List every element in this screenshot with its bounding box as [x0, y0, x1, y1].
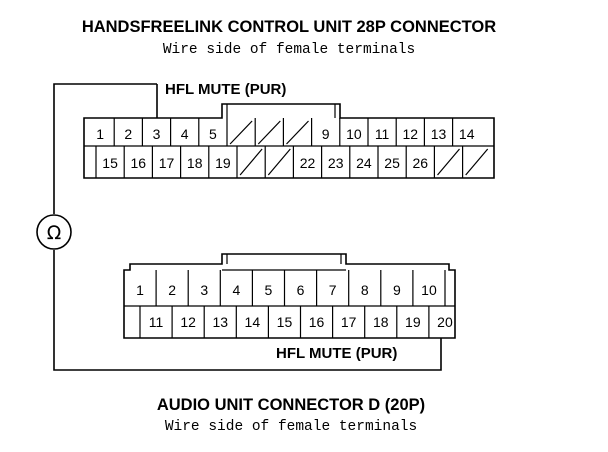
- hfl-pin-label: 5: [209, 126, 217, 142]
- hfl-pin-label: 17: [159, 155, 175, 171]
- wire-top: [53, 83, 157, 214]
- audio-connector-subtitle: Wire side of female terminals: [165, 419, 417, 435]
- ohmmeter-circle: [36, 214, 72, 250]
- hfl-pin-label: 24: [356, 155, 372, 171]
- hfl-mute-wire-label-top: HFL MUTE (PUR): [165, 81, 286, 98]
- audio-pin-label: 7: [329, 282, 337, 298]
- audio-pin-label: 8: [361, 282, 369, 298]
- audio-pin-label: 19: [405, 314, 421, 330]
- hfl-pin-label: 14: [459, 126, 475, 142]
- hfl-pin-label: 19: [215, 155, 231, 171]
- audio-pin-label: 9: [393, 282, 401, 298]
- hfl-unused-cavities: [229, 120, 489, 176]
- hfl-connector-subtitle: Wire side of female terminals: [163, 42, 415, 58]
- hfl-pin-label: 4: [181, 126, 189, 142]
- ohm-symbol: Ω: [47, 222, 62, 244]
- hfl-unused-cavity-mark: [239, 148, 263, 176]
- hfl-pin-label: 26: [413, 155, 429, 171]
- audio-pin-label: 13: [212, 314, 228, 330]
- hfl-pin-label: 13: [431, 126, 447, 142]
- hfl-pin-label: 16: [131, 155, 147, 171]
- hfl-unused-cavity-mark: [267, 148, 291, 176]
- hfl-connector-title: HANDSFREELINK CONTROL UNIT 28P CONNECTOR: [82, 18, 496, 36]
- ohmmeter-icon: Ω: [36, 214, 72, 250]
- audio-pin-label: 17: [341, 314, 357, 330]
- audio-pin-label: 12: [180, 314, 196, 330]
- hfl-unused-cavity-mark: [465, 148, 489, 176]
- hfl-row1-grid: [113, 118, 454, 146]
- audio-pin-label: 3: [200, 282, 208, 298]
- audio-row2-grid: [139, 306, 430, 338]
- hfl-unused-cavity-mark: [229, 120, 253, 145]
- hfl-pin-label: 10: [346, 126, 362, 142]
- audio-pin-label: 20: [437, 314, 453, 330]
- hfl-pin-label: 22: [300, 155, 316, 171]
- audio-pin-label: 4: [232, 282, 240, 298]
- audio-pin-label: 18: [373, 314, 389, 330]
- hfl-pin-label: 18: [187, 155, 203, 171]
- wire-bottom: [53, 250, 442, 371]
- hfl-unused-cavity-mark: [286, 120, 309, 145]
- audio-pin-label: 2: [168, 282, 176, 298]
- audio-connector-title: AUDIO UNIT CONNECTOR D (20P): [157, 396, 425, 414]
- hfl-unused-cavity-mark: [257, 120, 281, 145]
- hfl-pin-label: 12: [403, 126, 419, 142]
- audio-pin-label: 10: [421, 282, 437, 298]
- hfl-connector-lock-tab: [226, 104, 336, 118]
- hfl-unused-cavity-mark: [437, 148, 460, 176]
- audio-connector-lock-tab: [222, 254, 346, 271]
- audio-row1-grid: [155, 270, 446, 306]
- hfl-pin-label: 3: [153, 126, 161, 142]
- audio-pin-label: 5: [265, 282, 273, 298]
- hfl-pin-label: 2: [124, 126, 132, 142]
- hfl-pin-label: 23: [328, 155, 344, 171]
- audio-pin-label: 11: [149, 314, 164, 330]
- hfl-pin-label: 15: [102, 155, 118, 171]
- audio-connector-outline: [123, 253, 456, 339]
- hfl-row2-grid: [95, 146, 464, 178]
- hfl-pin-label: 1: [96, 126, 104, 142]
- hfl-pin-label: 25: [384, 155, 400, 171]
- audio-pin-label: 15: [277, 314, 293, 330]
- audio-pin-label: 6: [297, 282, 305, 298]
- hfl-mute-wire-label-bottom: HFL MUTE (PUR): [276, 345, 397, 362]
- hfl-pin-label: 9: [322, 126, 330, 142]
- audio-pin-label: 14: [245, 314, 261, 330]
- hfl-pin-label: 11: [375, 126, 390, 142]
- audio-pin-label: 1: [136, 282, 144, 298]
- audio-pin-label: 16: [309, 314, 325, 330]
